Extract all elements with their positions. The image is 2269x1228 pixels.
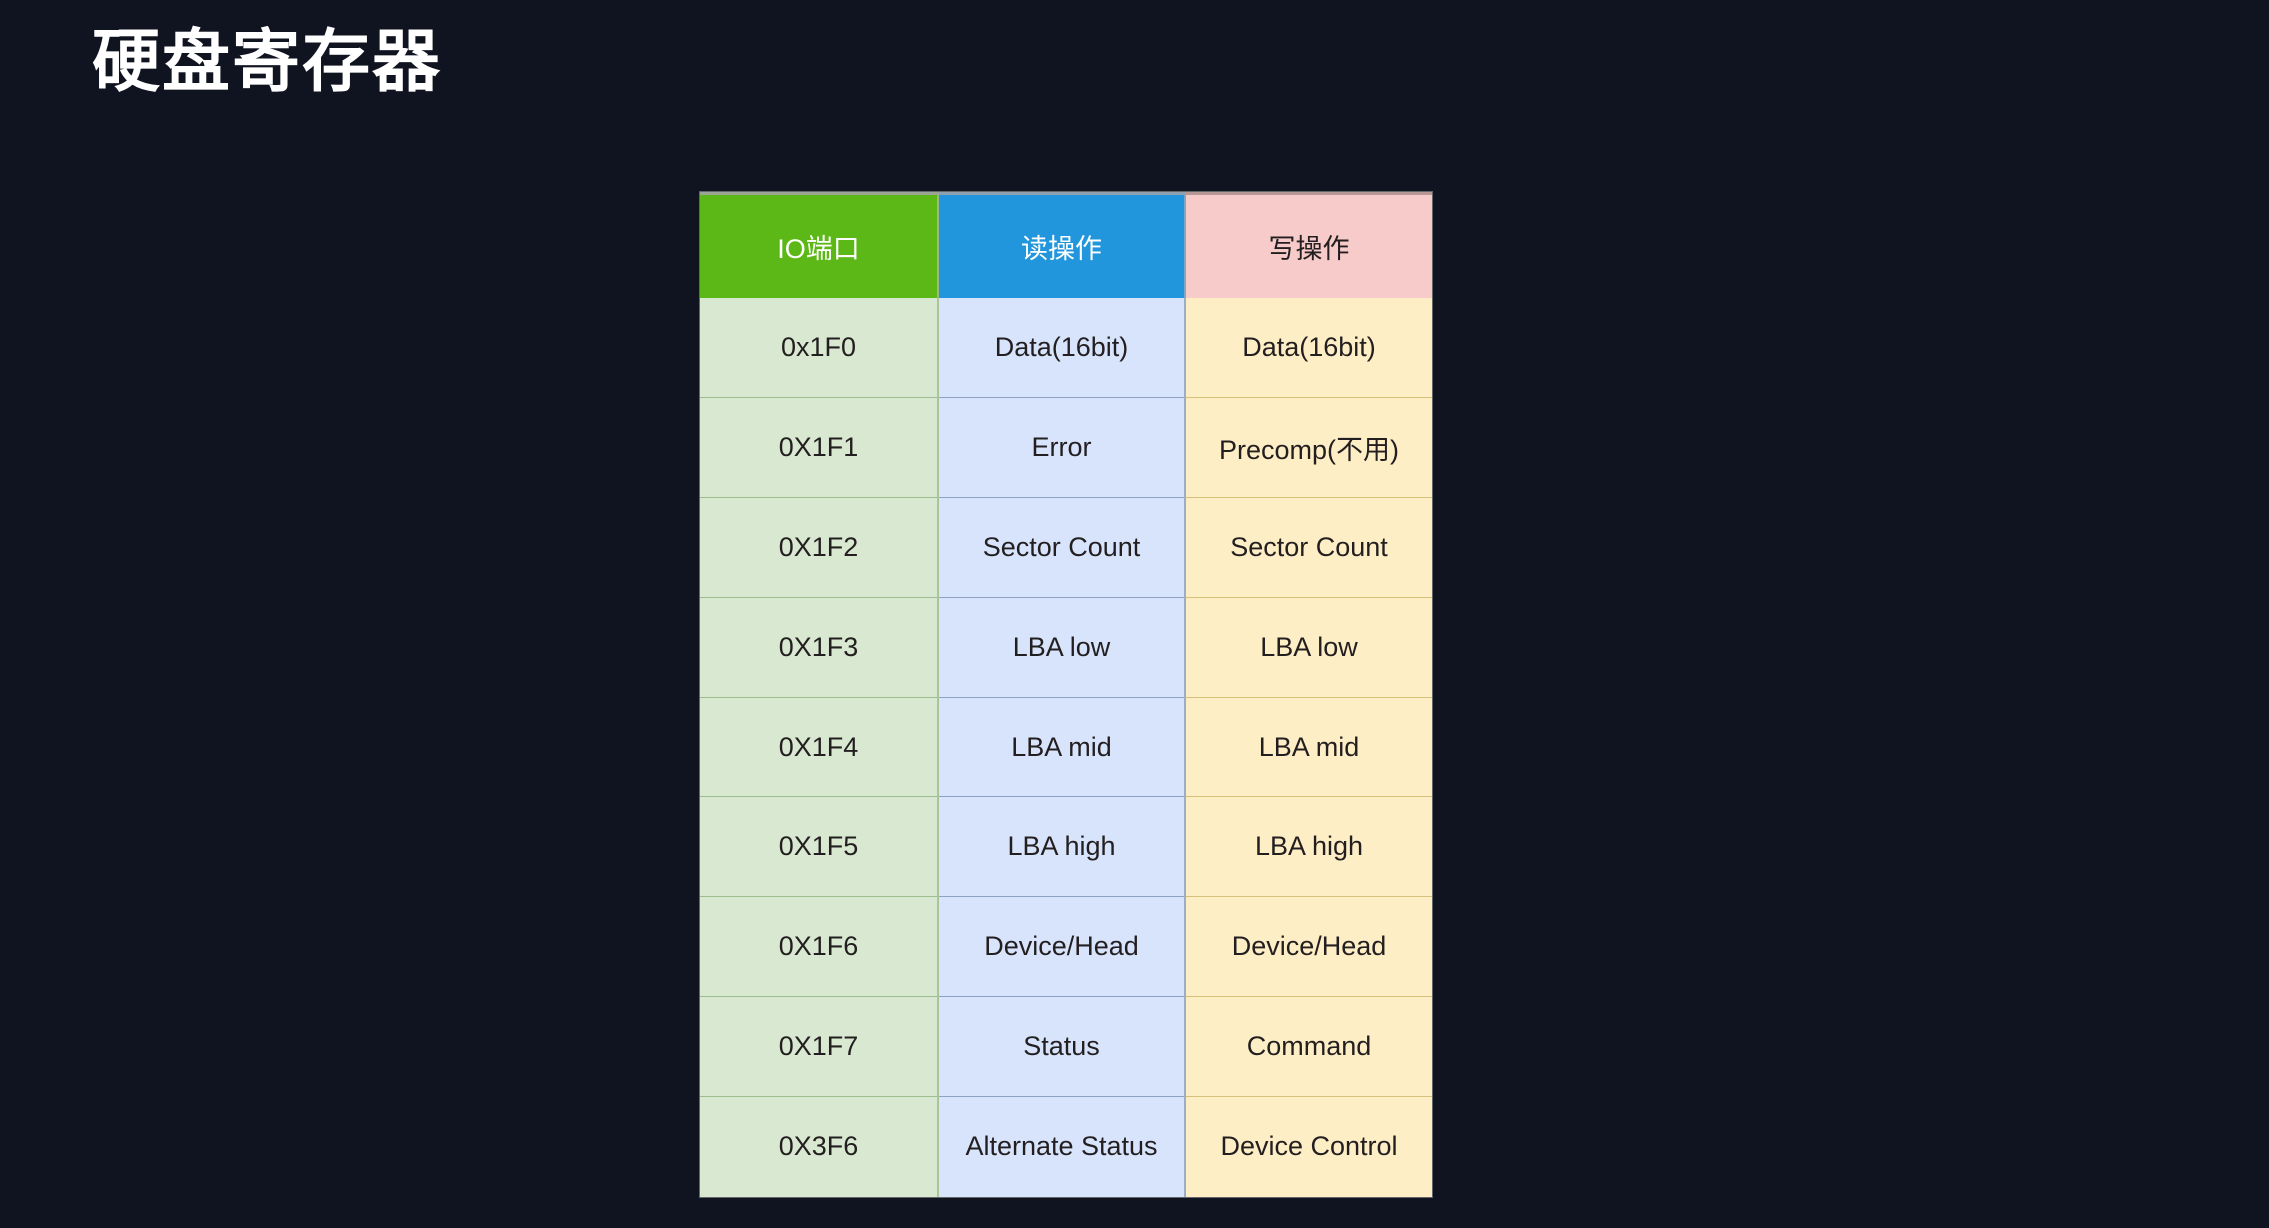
column-header-read-operation: 读操作 [938,192,1186,298]
cell-read-operation: Error [938,397,1186,498]
column-header-io-port: IO端口 [700,192,939,298]
cell-io-port: 0X1F1 [700,397,939,498]
cell-write-operation: LBA mid [1185,697,1432,798]
cell-io-port: 0x1F0 [700,297,939,398]
cell-read-operation: Sector Count [938,497,1186,598]
cell-read-operation: LBA mid [938,697,1186,798]
page-title: 硬盘寄存器 [92,24,443,100]
cell-read-operation: LBA low [938,597,1186,698]
cell-io-port: 0X1F4 [700,697,939,798]
cell-write-operation: Data(16bit) [1185,297,1432,398]
cell-write-operation: Device Control [1185,1096,1432,1197]
table-header-row: IO端口 读操作 写操作 [700,192,1432,298]
column-header-write-operation: 写操作 [1185,192,1432,298]
cell-io-port: 0X1F5 [700,796,939,898]
table-row: 0X1F7 Status Command [700,996,1432,1098]
hard-disk-register-table: IO端口 读操作 写操作 0x1F0 Data(16bit) Data(16bi… [700,192,1432,1197]
cell-io-port: 0X3F6 [700,1096,939,1197]
table-header: IO端口 读操作 写操作 [700,192,1432,298]
cell-read-operation: Alternate Status [938,1096,1186,1197]
cell-io-port: 0X1F3 [700,597,939,698]
cell-read-operation: LBA high [938,796,1186,898]
cell-write-operation: Sector Count [1185,497,1432,598]
table-row: 0X1F6 Device/Head Device/Head [700,896,1432,998]
table-row: 0x1F0 Data(16bit) Data(16bit) [700,297,1432,398]
cell-write-operation: Command [1185,996,1432,1098]
cell-write-operation: Precomp(不用) [1185,397,1432,498]
cell-io-port: 0X1F2 [700,497,939,598]
cell-read-operation: Status [938,996,1186,1098]
table-row: 0X1F4 LBA mid LBA mid [700,697,1432,798]
table-row: 0X1F2 Sector Count Sector Count [700,497,1432,598]
cell-write-operation: LBA low [1185,597,1432,698]
table-row: 0X1F1 Error Precomp(不用) [700,397,1432,498]
cell-write-operation: LBA high [1185,796,1432,898]
cell-write-operation: Device/Head [1185,896,1432,998]
cell-read-operation: Data(16bit) [938,297,1186,398]
cell-io-port: 0X1F6 [700,896,939,998]
cell-read-operation: Device/Head [938,896,1186,998]
table-row: 0X1F5 LBA high LBA high [700,796,1432,898]
table-row: 0X3F6 Alternate Status Device Control [700,1096,1432,1197]
cell-io-port: 0X1F7 [700,996,939,1098]
table-body: 0x1F0 Data(16bit) Data(16bit) 0X1F1 Erro… [700,297,1432,1197]
table-row: 0X1F3 LBA low LBA low [700,597,1432,698]
